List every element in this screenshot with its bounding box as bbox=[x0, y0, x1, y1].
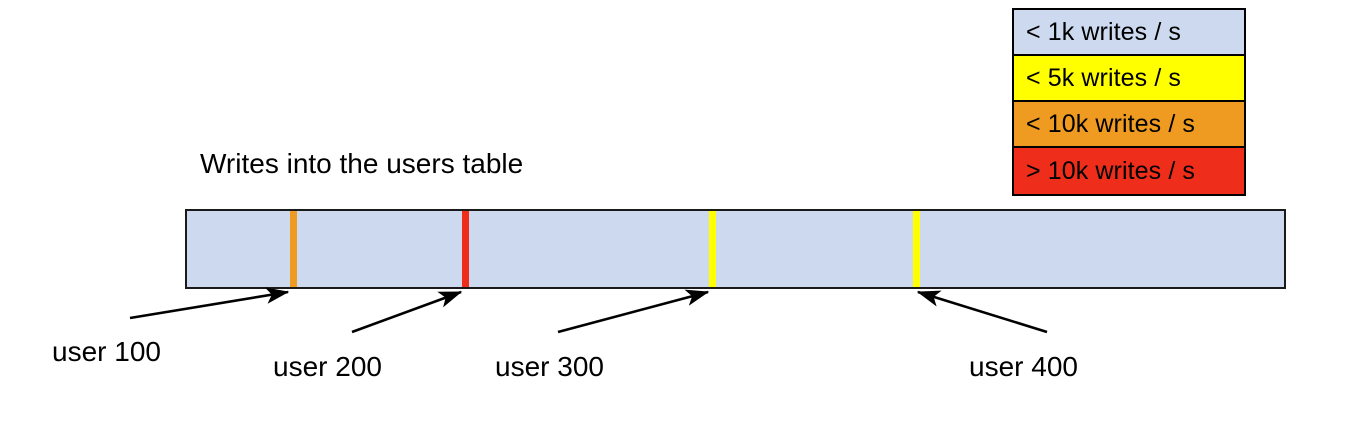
arrow-user-300 bbox=[557, 289, 710, 334]
chart-title: Writes into the users table bbox=[200, 148, 524, 179]
label-user-200: user 200 bbox=[273, 351, 382, 382]
label-user-100: user 100 bbox=[52, 336, 161, 367]
legend-label-under-5k: < 5k writes / s bbox=[1026, 63, 1182, 92]
legend-label-under-1k: < 1k writes / s bbox=[1026, 17, 1182, 46]
legend-row-under-10k: < 10k writes / s bbox=[1014, 102, 1244, 148]
arrow-user-100 bbox=[129, 287, 290, 320]
arrow-user-400 bbox=[916, 290, 1048, 334]
arrow-user-200 bbox=[351, 290, 463, 334]
legend-row-over-10k: > 10k writes / s bbox=[1014, 148, 1244, 194]
label-user-400: user 400 bbox=[969, 351, 1078, 382]
stripe-user-300 bbox=[709, 211, 716, 287]
legend-row-under-5k: < 5k writes / s bbox=[1014, 56, 1244, 102]
legend-label-under-10k: < 10k writes / s bbox=[1026, 109, 1196, 138]
stripe-user-400 bbox=[913, 211, 920, 287]
stripe-user-200 bbox=[462, 211, 469, 287]
stripe-user-100 bbox=[290, 211, 297, 287]
label-user-300: user 300 bbox=[495, 351, 604, 382]
legend-label-over-10k: > 10k writes / s bbox=[1026, 156, 1196, 185]
legend: < 1k writes / s < 5k writes / s < 10k wr… bbox=[1012, 8, 1246, 196]
users-table-bar bbox=[185, 209, 1286, 289]
legend-row-under-1k: < 1k writes / s bbox=[1014, 10, 1244, 56]
